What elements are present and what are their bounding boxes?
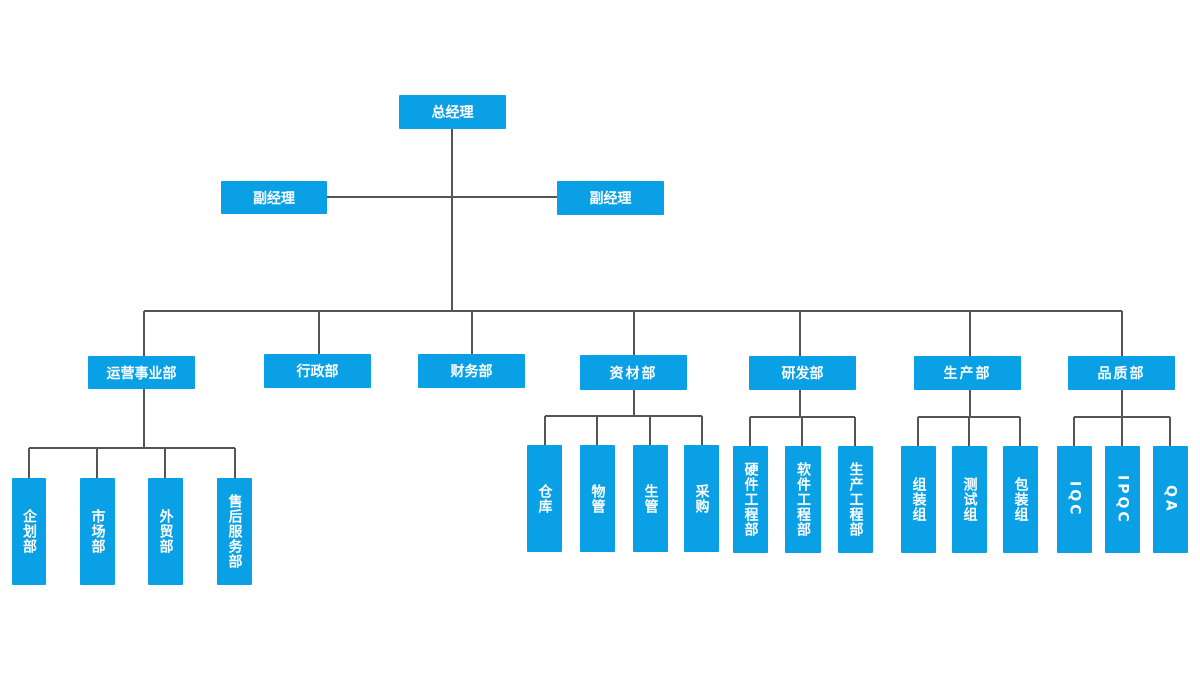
node-unit-after-sales: 售后服务部: [217, 478, 252, 585]
node-unit-planning: 企划部: [12, 478, 46, 585]
node-dept-materials: 资材部: [580, 355, 687, 390]
node-unit-assembly: 组装组: [901, 446, 936, 553]
node-unit-packaging: 包装组: [1003, 446, 1038, 553]
node-unit-qa: QA: [1153, 446, 1188, 553]
node-unit-ipqc: IPQC: [1105, 446, 1140, 553]
node-general-manager: 总经理: [399, 95, 506, 129]
node-unit-iqc: IQC: [1057, 446, 1092, 553]
node-dept-production: 生产部: [914, 356, 1021, 390]
node-unit-warehouse: 仓库: [527, 445, 562, 552]
node-dept-finance: 财务部: [418, 354, 525, 388]
node-unit-purchasing: 采购: [684, 445, 719, 552]
node-dept-rnd: 研发部: [749, 356, 856, 390]
node-unit-marketing: 市场部: [80, 478, 115, 585]
node-deputy-left: 副经理: [221, 181, 327, 214]
node-unit-software-eng: 软件工程部: [785, 446, 821, 553]
node-unit-testing: 测试组: [952, 446, 987, 553]
node-unit-foreign-trade: 外贸部: [148, 478, 183, 585]
node-unit-material-control: 物管: [580, 445, 615, 552]
node-dept-quality: 品质部: [1068, 356, 1175, 390]
node-dept-admin: 行政部: [264, 354, 371, 388]
node-deputy-right: 副经理: [557, 181, 664, 215]
node-dept-ops: 运营事业部: [88, 356, 195, 389]
node-unit-production-eng: 生产工程部: [838, 446, 873, 553]
node-unit-hardware-eng: 硬件工程部: [733, 446, 768, 553]
node-unit-production-control: 生管: [633, 445, 668, 552]
